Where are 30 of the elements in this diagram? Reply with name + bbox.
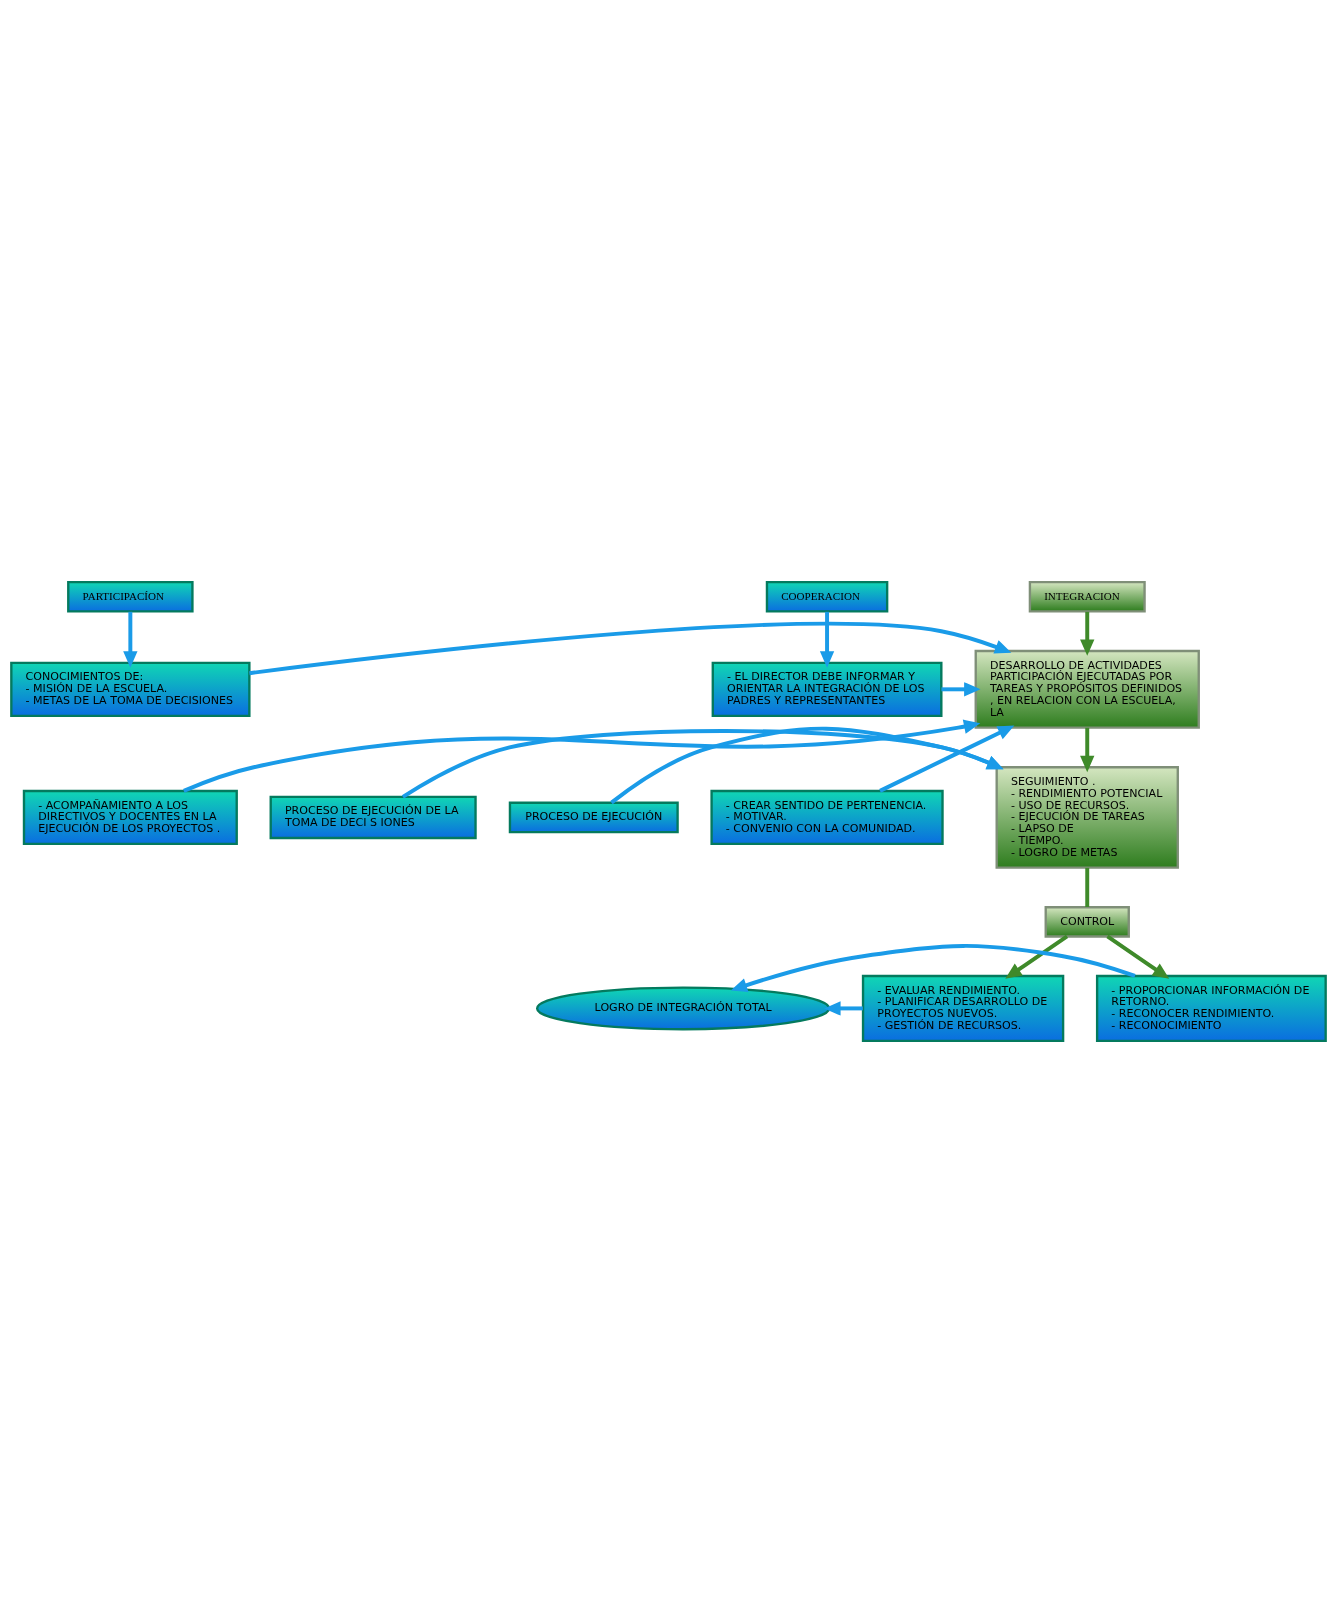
arrow — [824, 1001, 863, 1016]
arrow — [941, 682, 981, 697]
node-box: - EVALUAR RENDIMIENTO. - PLANIFICAR DESARROLLO DE PROYECTOS NUEVOS. - GESTIÓN DE RECURSOS. — [861, 974, 1065, 1043]
node-box: - CREAR SENTIDO DE PERTENENCIA. - MOTIVAR. - CONVENIO CON LA COMUNIDAD. — [710, 789, 944, 846]
arrow — [249, 621, 1012, 676]
arrow — [183, 719, 981, 793]
node-box: COOPERACION — [765, 580, 889, 613]
connector — [1085, 867, 1090, 907]
arrow — [401, 729, 1004, 799]
node-box: - ACOMPAÑAMIENTO A LOS DIRECTIVOS Y DOCENTES EN LA EJECUCIÓN DE LOS PROYECTOS . — [22, 789, 238, 846]
node-box: DESARROLLO DE ACTIVIDADES PARTICIPACIÓN EJECUTADAS POR TAREAS Y PROPÓSITOS DEFINIDOS , EN RELACION CON LA ESCUELA, LA — [974, 649, 1200, 729]
arrow — [1106, 934, 1170, 979]
arrow — [819, 611, 835, 668]
node-ellipse: LOGRO DE INTEGRACIÓN TOTAL — [535, 986, 831, 1031]
arrow — [123, 611, 138, 668]
arrow — [610, 726, 1004, 805]
node-box: PROCESO DE EJECUCIÓN — [508, 801, 679, 834]
arrow — [879, 725, 1015, 793]
node-box: CONTROL — [1044, 906, 1130, 938]
node-box: INTEGRACION — [1028, 580, 1146, 613]
node-box: - EL DIRECTOR DEBE INFORMAR Y ORIENTAR LA INTEGRACIÓN DE LOS PADRES Y REPRESENTANTES — [711, 661, 943, 717]
node-box: PARTICIPACÍON — [67, 580, 194, 613]
arrow — [1080, 611, 1095, 656]
arrow — [730, 943, 1136, 993]
node-box: CONOCIMIENTOS DE: - MISIÓN DE LA ESCUELA. - METAS DE LA TOMA DE DECISIONES — [10, 661, 251, 717]
node-box: SEGUIMIENTO . - RENDIMIENTO POTENCIAL - USO DE RECURSOS. - EJECUCIÓN DE TAREAS - LAPSO DE - TIEMPO. - LOGRO DE METAS — [995, 766, 1179, 869]
arrow — [1005, 934, 1069, 979]
node-box: - PROPORCIONAR INFORMACIÓN DE RETORNO. - RECONOCER RENDIMIENTO. - RECONOCIMIENTO — [1095, 974, 1327, 1043]
node-box: PROCESO DE EJECUCIÓN DE LA TOMA DE DECI S IONES — [269, 795, 477, 840]
arrow — [1080, 727, 1095, 773]
